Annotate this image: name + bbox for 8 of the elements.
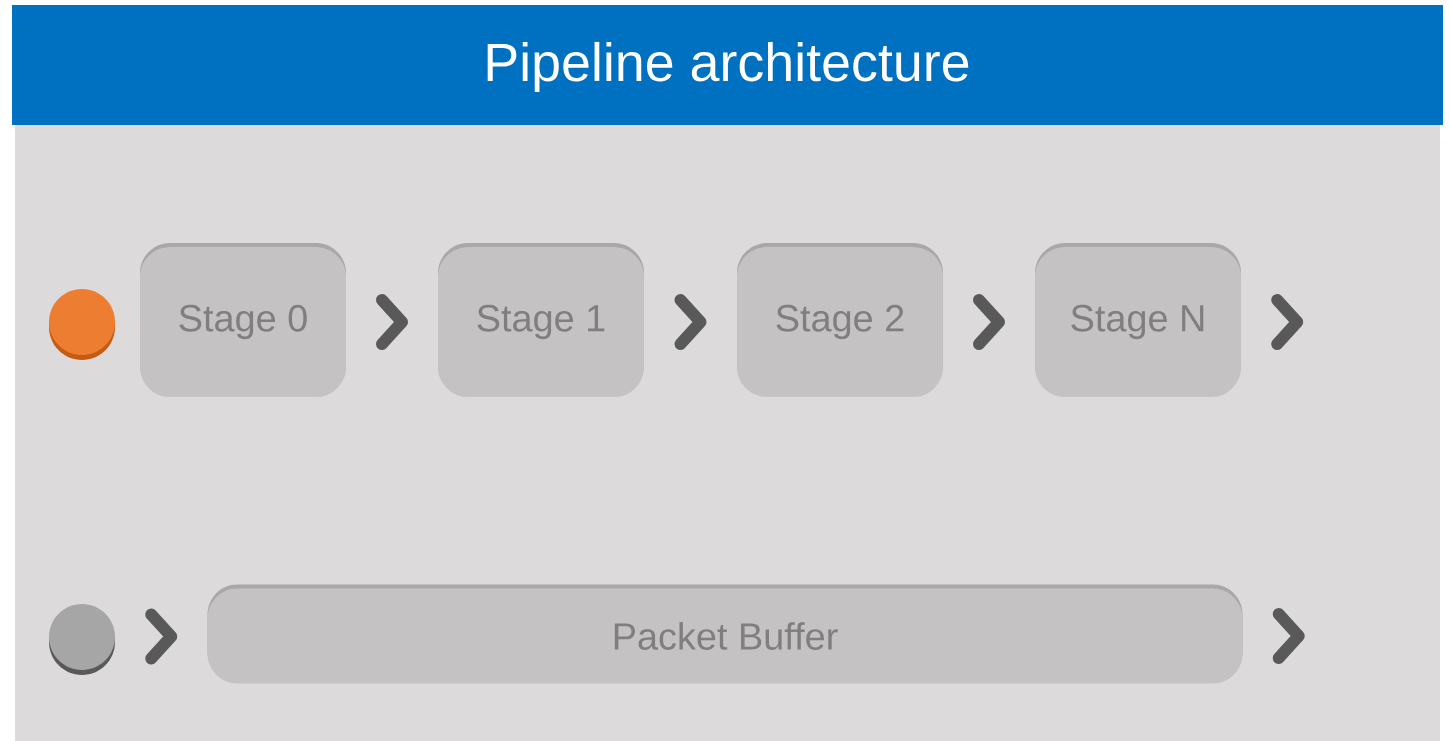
stage-box: Stage N (1035, 243, 1241, 397)
buffer-bar: Packet Buffer (207, 584, 1243, 684)
title-banner: Pipeline architecture (12, 5, 1443, 125)
stage-box: Stage 1 (438, 243, 644, 397)
stage-box: Stage 0 (140, 243, 346, 397)
stage-box: Stage 2 (737, 243, 943, 397)
start-circle (49, 289, 115, 360)
start-circle (49, 604, 115, 675)
